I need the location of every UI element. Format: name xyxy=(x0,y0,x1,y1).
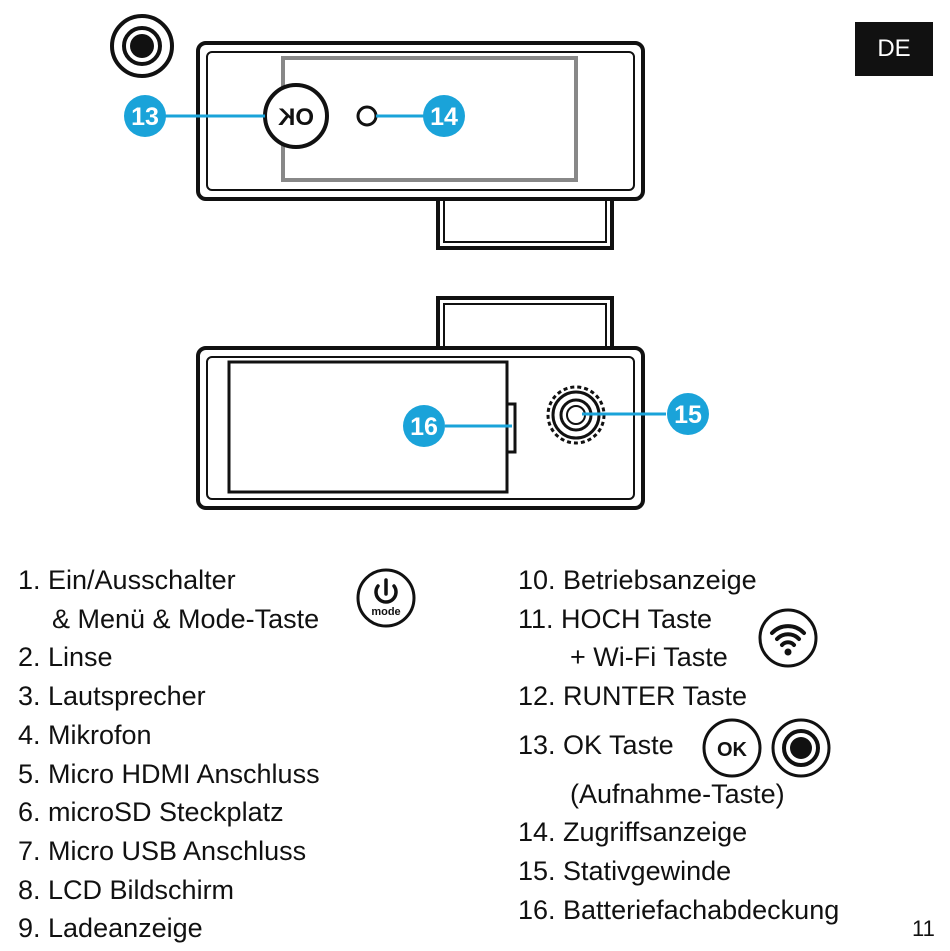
legend-right: 10. Betriebsanzeige 11. HOCH Taste + Wi-… xyxy=(518,561,839,929)
legend-item-9: 9. Ladeanzeige xyxy=(18,913,203,944)
callout-16: 16 xyxy=(403,405,512,447)
power-mode-icon: mode xyxy=(356,568,416,628)
legend-item-7: 7. Micro USB Anschluss xyxy=(18,835,307,866)
camera-top-view: OK xyxy=(196,41,645,250)
legend-item-1: 1. Ein/Ausschalter xyxy=(18,565,236,595)
legend-item-6: 6. microSD Steckplatz xyxy=(18,797,284,828)
camera-bottom-view xyxy=(196,296,645,510)
legend-item-5: 5. Micro HDMI Anschluss xyxy=(18,758,320,789)
legend-item-10: 10. Betriebsanzeige xyxy=(518,565,757,595)
legend-item-3: 3. Lautsprecher xyxy=(18,681,206,712)
callout-14: 14 xyxy=(376,95,465,137)
ok-label: OK xyxy=(717,739,748,761)
legend-item-8: 8. LCD Bildschirm xyxy=(18,874,235,905)
svg-text:15: 15 xyxy=(674,401,702,429)
legend-item-1-cont: & Menü & Mode-Taste xyxy=(52,603,320,634)
callout-15: 15 xyxy=(582,393,709,435)
record-icon xyxy=(771,718,831,778)
record-icon xyxy=(110,14,174,78)
legend-item-2: 2. Linse xyxy=(18,642,113,673)
ok-mirrored-label: OK xyxy=(277,104,314,131)
legend-item-15: 15. Stativgewinde xyxy=(518,855,732,886)
legend-item-12: 12. RUNTER Taste xyxy=(518,681,748,712)
legend-item-13: 13. OK Taste xyxy=(518,729,674,760)
led-icon xyxy=(356,105,378,127)
legend-item-16: 16. Batteriefachabdeckung xyxy=(518,894,840,925)
mode-label: mode xyxy=(371,606,400,618)
page-number: 11 xyxy=(912,916,935,941)
legend-item-13-cont: (Aufnahme-Taste) xyxy=(570,778,785,809)
legend-item-11: 11. HOCH Taste xyxy=(518,603,713,634)
svg-text:13: 13 xyxy=(131,103,159,131)
language-badge: DE xyxy=(855,22,933,76)
legend-item-14: 14. Zugriffsanzeige xyxy=(518,817,748,848)
ok-button-mirrored: OK xyxy=(263,83,329,149)
legend-item-4: 4. Mikrofon xyxy=(18,719,152,750)
ok-button-icon: OK xyxy=(702,718,762,778)
svg-text:14: 14 xyxy=(430,103,458,131)
camera-diagram: OK 13 14 16 1 xyxy=(110,14,709,510)
legend-left: 1. Ein/Ausschalter & Menü & Mode-Taste 2… xyxy=(18,561,320,948)
svg-text:16: 16 xyxy=(410,413,438,441)
callout-13: 13 xyxy=(124,95,265,137)
legend-item-11-cont: + Wi-Fi Taste xyxy=(570,642,728,673)
wifi-icon xyxy=(758,608,818,668)
